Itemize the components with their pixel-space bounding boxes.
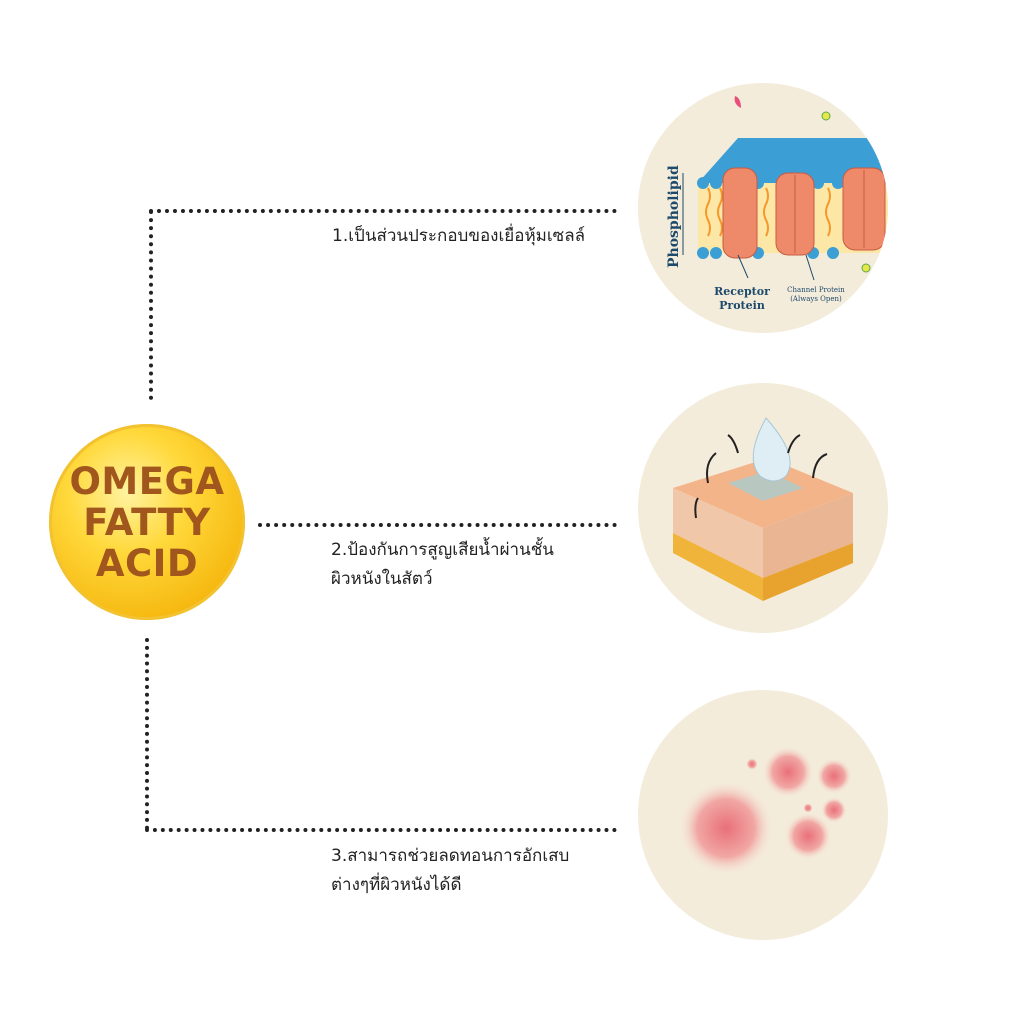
connector-1-vertical bbox=[149, 210, 153, 400]
benefit-3-text-line-1: 3.สามารถช่วยลดทอนการอักเสบ bbox=[331, 846, 570, 866]
benefit-3-text-line-2: ต่างๆที่ผิวหนังได้ดี bbox=[331, 875, 462, 895]
badge-line-2: FATTY bbox=[83, 500, 211, 544]
channel-label-2: (Always Open) bbox=[790, 295, 842, 303]
receptor-label-2: Protein bbox=[719, 299, 765, 312]
cell-membrane-illustration: Phospholipid Receptor Protein Channel Pr… bbox=[638, 83, 888, 333]
omega-fatty-acid-badge: OMEGA FATTY ACID bbox=[49, 424, 245, 620]
channel-label-1: Channel Protein bbox=[787, 286, 845, 294]
benefit-2-label: 2.ป้องกันการสูญเสียน้ำผ่านชั้น ผิวหนังใน… bbox=[331, 536, 554, 594]
badge-line-3: ACID bbox=[95, 541, 199, 585]
phospholipid-label: Phospholipid bbox=[666, 165, 682, 268]
benefit-1-label: 1.เป็นส่วนประกอบของเยื่อหุ้มเซลล์ bbox=[332, 222, 585, 251]
connector-1-horizontal bbox=[149, 209, 617, 213]
connector-3-vertical bbox=[145, 638, 149, 830]
skin-water-illustration bbox=[638, 383, 888, 633]
connector-3-horizontal bbox=[145, 828, 617, 832]
skin-inflammation-illustration bbox=[638, 690, 888, 940]
receptor-label-1: Receptor bbox=[714, 285, 770, 298]
connector-2-horizontal bbox=[258, 523, 617, 527]
benefit-3-label: 3.สามารถช่วยลดทอนการอักเสบ ต่างๆที่ผิวหน… bbox=[331, 842, 569, 900]
badge-line-1: OMEGA bbox=[69, 459, 225, 503]
benefit-2-text-line-2: ผิวหนังในสัตว์ bbox=[331, 569, 433, 589]
benefit-1-text: 1.เป็นส่วนประกอบของเยื่อหุ้มเซลล์ bbox=[332, 226, 586, 246]
benefit-2-text-line-1: 2.ป้องกันการสูญเสียน้ำผ่านชั้น bbox=[331, 540, 554, 560]
